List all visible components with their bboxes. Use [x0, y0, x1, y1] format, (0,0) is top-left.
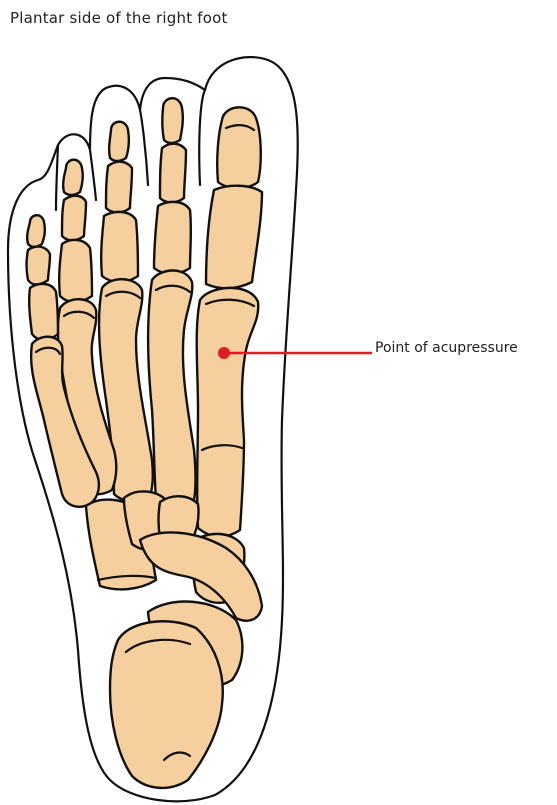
toe4-proximal-phalanx: [59, 240, 92, 302]
callout-label: Point of acupressure: [375, 340, 518, 356]
toe2-distal-phalanx: [162, 98, 182, 143]
toe5-proximal-phalanx: [29, 284, 58, 340]
toe2-proximal-phalanx: [154, 202, 191, 274]
acupressure-point-marker: [218, 347, 230, 359]
toe2-middle-phalanx: [160, 144, 186, 203]
hallux-distal-phalanx: [217, 107, 261, 188]
toe5-middle-phalanx: [27, 247, 51, 285]
toe4-middle-phalanx: [62, 196, 86, 241]
toe3-middle-phalanx: [106, 162, 132, 213]
toe5-distal-phalanx: [27, 215, 45, 247]
toe3-proximal-phalanx: [101, 212, 138, 282]
toe3-distal-phalanx: [109, 122, 129, 161]
hallux-proximal-phalanx: [206, 186, 262, 289]
toe4-distal-phalanx: [63, 160, 83, 195]
